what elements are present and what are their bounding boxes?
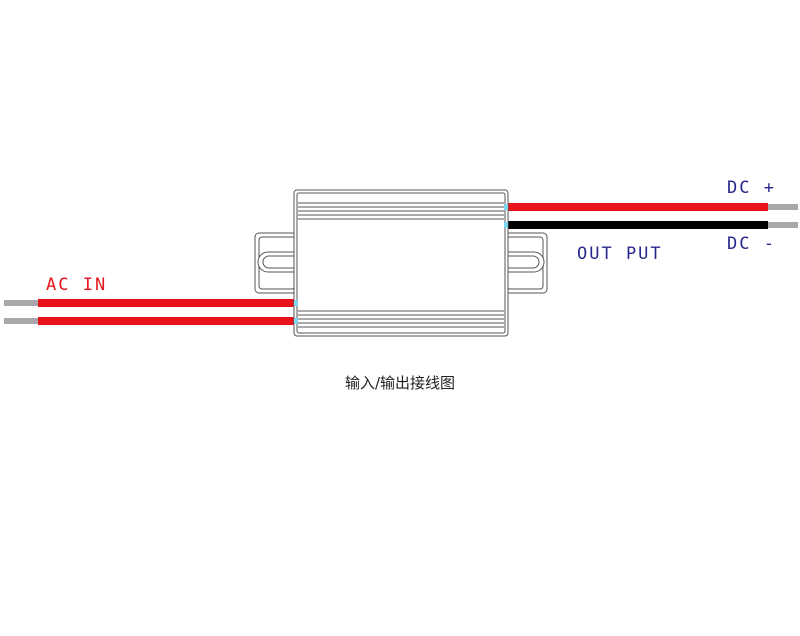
diagram-caption: 输入/输出接线图 [344,374,456,392]
output-wire-positive [508,203,768,211]
output-wires [508,203,798,229]
input-wires [4,299,296,325]
ac-in-label: AC IN [46,275,108,295]
power-supply-housing [293,189,509,337]
dc-minus-label: DC - [727,234,776,254]
input-wire-2 [38,317,296,325]
output-wire-positive-tip [768,204,798,210]
dc-plus-label: DC + [727,178,776,198]
input-wire-1-tip [4,300,38,306]
output-label: OUT PUT [577,244,663,264]
output-wire-negative [508,221,768,229]
left-mounting-tab [254,232,298,294]
input-wire-1 [38,299,296,307]
input-wire-2-tip [4,318,38,324]
wire-entry-points [294,204,508,324]
output-wire-negative-tip [768,222,798,228]
right-mounting-tab [504,232,548,294]
